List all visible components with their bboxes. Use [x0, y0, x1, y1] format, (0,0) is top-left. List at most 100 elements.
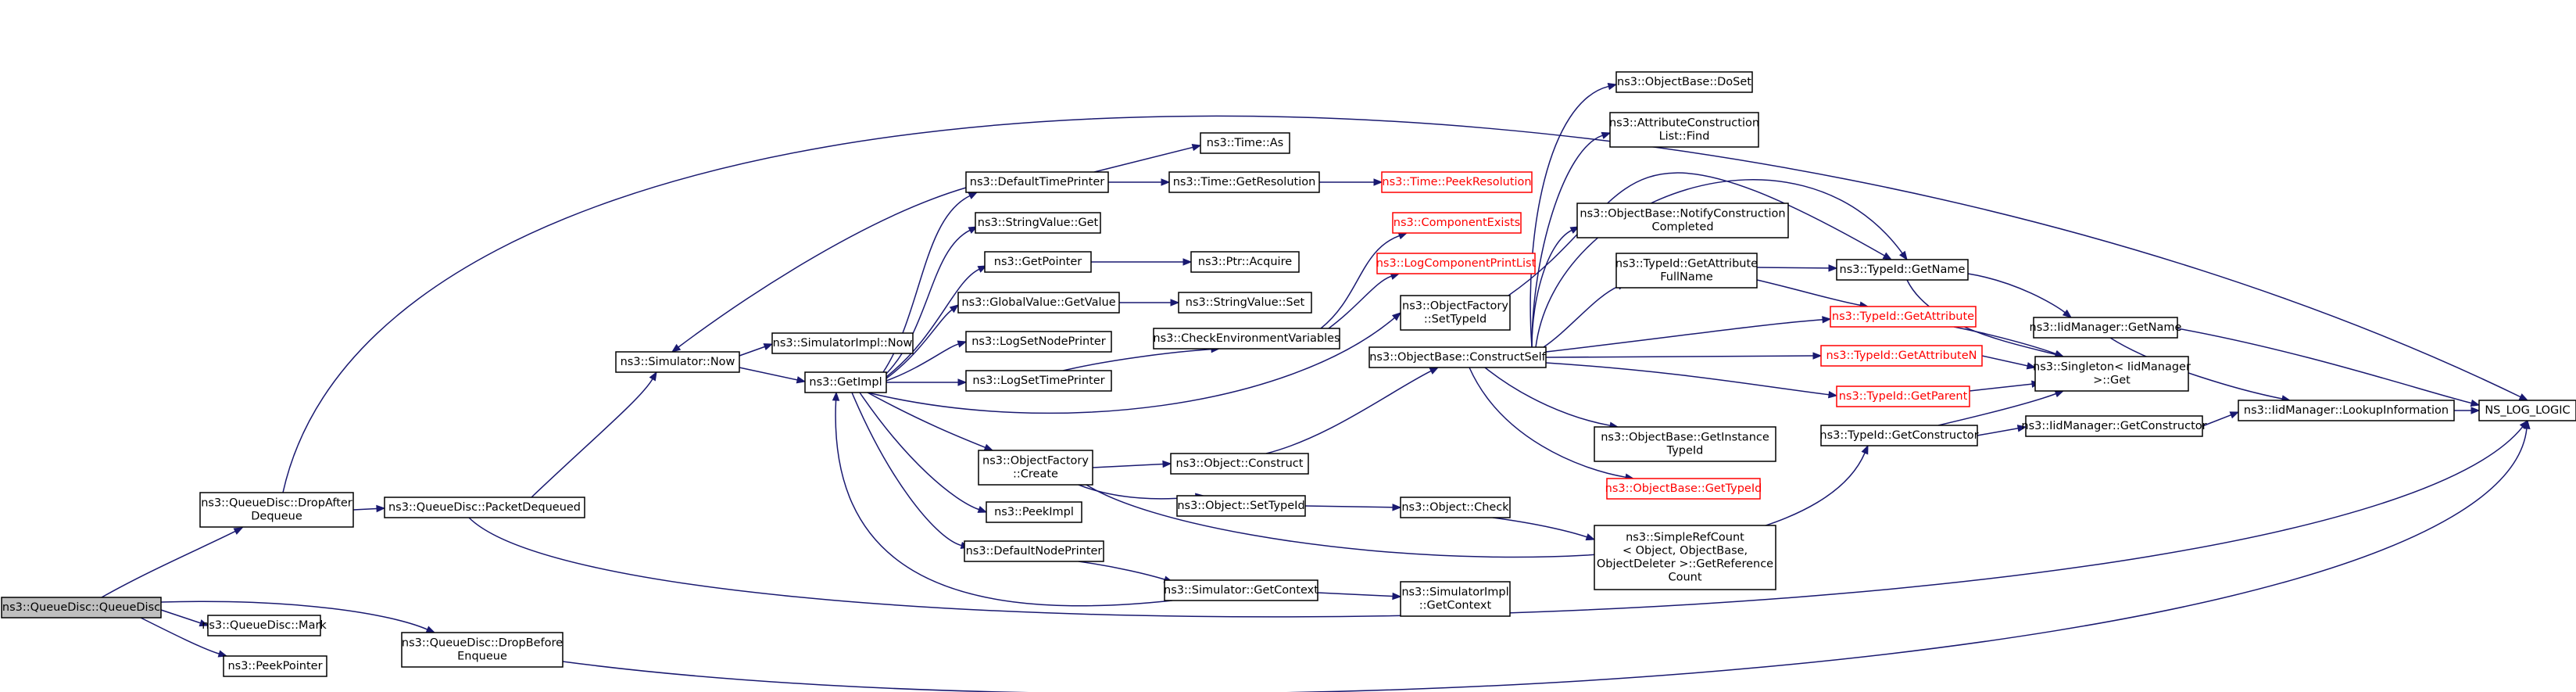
node-box — [957, 292, 1120, 314]
function-node-iidgetconstructor[interactable]: ns3::IidManager::GetConstructor — [2021, 415, 2207, 437]
function-node-objbasegettypeid[interactable]: ns3::ObjectBase::GetTypeId — [1605, 478, 1762, 500]
function-node-simplerefcount[interactable]: ns3::SimpleRefCount< Object, ObjectBase,… — [1594, 525, 1776, 590]
call-edge — [1119, 299, 1180, 307]
node-label: ns3::Simulator::GetContext — [1164, 584, 1318, 597]
function-node-simimplnow[interactable]: ns3::SimulatorImpl::Now — [771, 332, 914, 354]
edge-arrowhead — [2519, 419, 2528, 430]
edge-arrowhead — [199, 619, 209, 627]
edge-arrowhead — [376, 504, 386, 513]
edge-line — [160, 601, 428, 630]
call-edge — [1108, 178, 1171, 186]
function-node-timepeekres[interactable]: ns3::Time::PeekResolution — [1381, 171, 1533, 193]
node-label: ns3::Time::GetResolution — [1173, 176, 1316, 188]
function-node-constructself[interactable]: ns3::ObjectBase::ConstructSelf — [1368, 346, 1547, 368]
node-box — [1176, 495, 1306, 517]
function-node-getpointer[interactable]: ns3::GetPointer — [984, 251, 1092, 273]
edge-arrowhead — [2518, 393, 2529, 401]
function-node-typeidgetattribute[interactable]: ns3::TypeId::GetAttribute — [1830, 306, 1977, 328]
call-edge — [531, 371, 657, 498]
node-label: ns3::Object::Construct — [1176, 457, 1304, 470]
function-node-iidgetname[interactable]: ns3::IidManager::GetName — [2030, 317, 2182, 339]
function-node-objfactorycreate[interactable]: ns3::ObjectFactory::Create — [978, 450, 1093, 486]
node-box — [223, 655, 327, 677]
function-node-defaulttimeprinter[interactable]: ns3::DefaultTimePrinter — [965, 171, 1109, 193]
function-node-mark[interactable]: ns3::QueueDisc::Mark — [202, 615, 327, 636]
edge-line — [886, 229, 971, 375]
edge-arrowhead — [1391, 312, 1402, 321]
function-node-objcheck[interactable]: ns3::Object::Check — [1400, 497, 1511, 518]
function-node-timegetres[interactable]: ns3::Time::GetResolution — [1168, 171, 1320, 193]
function-node-timeas[interactable]: ns3::Time::As — [1200, 132, 1290, 154]
call-edge — [1543, 282, 1627, 348]
call-edge — [1317, 592, 1402, 601]
function-node-simgetcontext[interactable]: ns3::Simulator::GetContext — [1164, 579, 1318, 601]
edge-line — [1545, 355, 1814, 358]
node-box — [965, 171, 1109, 193]
call-edge — [1304, 504, 1402, 511]
function-node-objfactsettypeid[interactable]: ns3::ObjectFactory::SetTypeId — [1400, 295, 1511, 331]
function-node-checkenv[interactable]: ns3::CheckEnvironmentVariables — [1153, 328, 1340, 350]
function-node-stringvalueset[interactable]: ns3::StringValue::Set — [1178, 292, 1312, 314]
node-label: ns3::ObjectBase::DoSet — [1617, 76, 1751, 88]
call-edge — [1091, 258, 1193, 266]
call-edge — [1319, 178, 1383, 186]
edge-line — [867, 392, 986, 448]
function-node-root[interactable]: ns3::QueueDisc::QueueDisc — [1, 597, 162, 618]
edge-arrowhead — [2470, 407, 2481, 414]
function-node-simimplgetctx[interactable]: ns3::SimulatorImpl::GetContext — [1400, 581, 1511, 617]
edge-arrowhead — [1585, 533, 1596, 541]
node-box — [1168, 171, 1320, 193]
function-node-stringvalueget[interactable]: ns3::StringValue::Get — [975, 212, 1101, 234]
function-node-compexists[interactable]: ns3::ComponentExists — [1392, 212, 1522, 234]
node-label: ns3::StringValue::Get — [978, 217, 1099, 229]
function-node-typeidgetname[interactable]: ns3::TypeId::GetName — [1836, 259, 1969, 281]
function-node-getimpl[interactable]: ns3::GetImpl — [804, 371, 887, 393]
function-node-logsettime[interactable]: ns3::LogSetTimePrinter — [965, 370, 1112, 392]
edge-line — [739, 367, 798, 381]
function-node-objconstruct[interactable]: ns3::Object::Construct — [1170, 453, 1309, 475]
edge-line — [2177, 328, 2472, 404]
function-node-doset[interactable]: ns3::ObjectBase::DoSet — [1615, 71, 1753, 93]
function-node-typeidgetattributen[interactable]: ns3::TypeId::GetAttributeN — [1820, 345, 1983, 367]
call-edge — [1756, 279, 1869, 309]
edge-arrowhead — [1397, 232, 1408, 240]
node-label: TypeId — [1666, 445, 1704, 457]
function-node-simnow[interactable]: ns3::Simulator::Now — [615, 351, 740, 373]
node-box — [1609, 112, 1759, 148]
function-node-typeidgetparent[interactable]: ns3::TypeId::GetParent — [1836, 385, 1970, 407]
function-node-globalvalue[interactable]: ns3::GlobalValue::GetValue — [957, 292, 1120, 314]
call-edge — [671, 187, 967, 353]
function-node-objsettypeid[interactable]: ns3::Object::SetTypeId — [1176, 495, 1306, 517]
node-label: ns3::Ptr::Acquire — [1198, 256, 1292, 268]
function-node-typeidgetconstructor[interactable]: ns3::TypeId::GetConstructor — [1819, 425, 1979, 446]
function-node-singletonget[interactable]: ns3::Singleton< IidManager>::Get — [2033, 356, 2191, 392]
edge-line — [160, 609, 201, 624]
edge-arrowhead — [233, 527, 244, 535]
function-node-ptracquire[interactable]: ns3::Ptr::Acquire — [1190, 251, 1300, 273]
edge-line — [1756, 267, 1830, 269]
function-node-defaultnodeprinter[interactable]: ns3::DefaultNodePrinter — [964, 540, 1104, 562]
node-label: ns3::Object::Check — [1401, 501, 1509, 514]
edge-arrowhead — [2229, 411, 2240, 419]
function-node-packetdequeued[interactable]: ns3::QueueDisc::PacketDequeued — [384, 497, 585, 518]
function-node-logcompprint[interactable]: ns3::LogComponentPrintList — [1376, 253, 1537, 274]
node-label: >::Get — [2093, 375, 2131, 387]
call-edge — [1078, 561, 1174, 583]
edge-line — [1937, 393, 2056, 426]
function-node-peekimpl[interactable]: ns3::PeekImpl — [986, 501, 1082, 523]
edge-arrowhead — [1828, 264, 1838, 272]
function-node-iidlookup[interactable]: ns3::IidManager::LookupInformation — [2238, 400, 2455, 421]
function-node-nslog[interactable]: NS_LOG_LOGIC — [2478, 400, 2576, 421]
function-node-logsetnode[interactable]: ns3::LogSetNodePrinter — [965, 331, 1112, 353]
edge-line — [1328, 275, 1392, 329]
node-label: ns3::QueueDisc::DropAfter — [201, 497, 352, 510]
edge-arrowhead — [2062, 309, 2073, 318]
function-node-notifyconst[interactable]: ns3::ObjectBase::NotifyConstructionCompl… — [1576, 203, 1789, 238]
function-node-peekpointer[interactable]: ns3::PeekPointer — [223, 655, 327, 677]
edge-line — [1545, 319, 1823, 353]
